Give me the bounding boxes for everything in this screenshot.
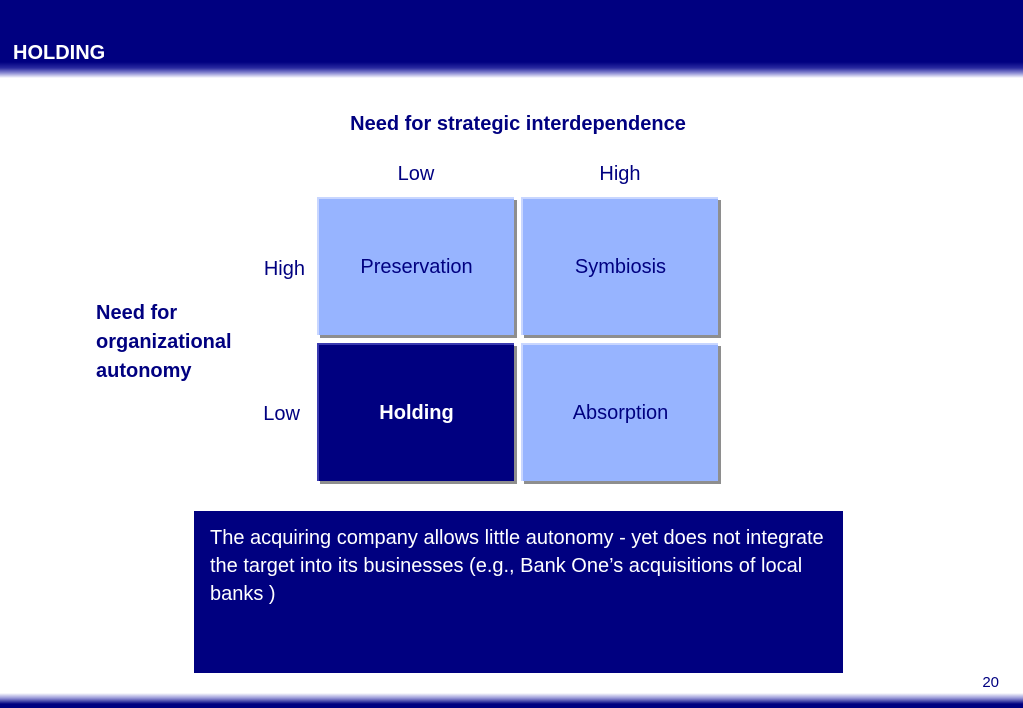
cell-label: Preservation [360,255,473,278]
footer-bar [0,693,1023,708]
row-label-low: Low [263,403,300,425]
row-label-high: High [263,258,305,280]
cell-label: Absorption [572,401,669,424]
cell-label: Symbiosis [574,255,667,278]
row-axis-label-line-2: organizational [96,331,232,353]
row-axis-label-line-1: Need for [96,302,178,324]
column-label-high: High [599,163,641,185]
page-number: 20 [982,674,999,691]
row-axis-label-line-3: autonomy [96,360,192,382]
description-box: The acquiring company allows little auto… [194,511,843,673]
slide-title: HOLDING [13,42,106,64]
cell-absorption: Absorption [521,343,718,481]
column-label-low: Low [397,163,435,185]
cell-preservation: Preservation [317,197,514,335]
cell-holding: Holding [317,343,514,481]
matrix-title: Need for strategic interdependence [350,113,686,135]
cell-symbiosis: Symbiosis [521,197,718,335]
row-axis-label: Need for organizational autonomy [96,299,296,386]
cell-label: Holding [379,401,454,424]
header-bar: HOLDING [0,0,1023,78]
description-text: The acquiring company allows little auto… [210,527,824,605]
